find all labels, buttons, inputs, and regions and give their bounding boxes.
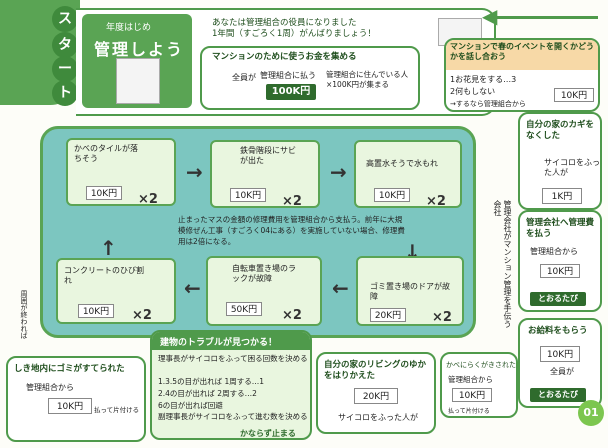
- wall-graffiti-box: かべにらくがきされた 管理組合から 10K円 払って片付ける: [440, 352, 518, 418]
- money-amount: 100K円: [266, 84, 316, 100]
- living-amount: 20K円: [354, 388, 398, 404]
- living-box: 自分の家のリビングのゆかをはりかえた 20K円 サイコロをふった人が: [316, 352, 436, 434]
- trouble-line2: 1.3.5の目が出れば 1周する…1: [158, 377, 265, 386]
- center-text: 止まったマスの金額の修理費用を管理組合から支払う。前年に大規模修ぜん工事（すごろ…: [178, 215, 405, 246]
- vertical-note: 管理会社がマンション管理を手伝う会社: [493, 200, 512, 328]
- arrow-right-icon: →: [330, 160, 347, 184]
- trouble-title: 建物のトラブルが見つかる！: [160, 338, 278, 348]
- event-line1: 1お花見をする…3: [450, 75, 517, 84]
- start-char-1: ス: [52, 6, 78, 32]
- tile-multiplier: ×2: [282, 194, 302, 209]
- money-all: 全員が: [232, 73, 256, 82]
- wall-pay: 払って片付ける: [448, 408, 490, 415]
- arrow-right-icon: →: [186, 160, 203, 184]
- garbage-pay: 払って片付ける: [94, 406, 140, 414]
- tile-bike-rack: 自転車置き場のラックが故障 50K円 ×2: [206, 256, 322, 326]
- wall-title: かべにらくがきされた: [446, 361, 516, 369]
- tile-water-tank: 高置水そうで水もれ 10K円 ×2: [354, 140, 462, 209]
- tile-amount: 10K円: [78, 304, 114, 318]
- trouble-line5: 副理事長がサイコロをふって進む数を決める: [158, 412, 308, 421]
- trouble-line4: 6の目が出れば回避: [158, 401, 223, 410]
- tile-multiplier: ×2: [282, 308, 302, 323]
- manager-fee-box: 管理会社へ管理費を払う 管理組合から 10K円 とおるたび: [518, 210, 602, 312]
- event-note: →するなら管理組合から: [450, 100, 526, 108]
- trouble-box: 建物のトラブルが見つかる！ 理事長がサイコロをふって困る回数を決める 1.3.5…: [150, 330, 312, 440]
- event-line2: 2何もしない: [450, 87, 496, 96]
- intro-title-panel: 年度はじめ 管理しよう: [82, 14, 192, 108]
- salary-amount: 10K円: [540, 346, 580, 362]
- living-dice: サイコロをふった人が: [338, 413, 418, 422]
- tile-amount: 10K円: [230, 188, 266, 202]
- start-column: ス タ ー ト: [0, 0, 80, 106]
- manager-amount: 10K円: [540, 264, 580, 278]
- arrow-up-icon: ↑: [100, 236, 117, 260]
- tile-amount: 20K円: [370, 308, 406, 322]
- arrow-left-icon: ←: [184, 276, 201, 300]
- tile-text: 高置水そうで水もれ: [366, 159, 438, 168]
- event-amount: 10K円: [554, 88, 594, 102]
- salary-title: お給料をもらう: [528, 326, 588, 336]
- intro-subtitle: 年度はじめ: [106, 23, 152, 33]
- tile-multiplier: ×2: [132, 308, 152, 323]
- tile-text: コンクリートのひび割れ: [64, 266, 144, 285]
- garbage-amount: 10K円: [48, 398, 92, 414]
- tile-text: 鉄骨階段にサビが出た: [240, 146, 296, 165]
- key-dice: サイコロをふった人が: [544, 158, 600, 177]
- tile-text: 自転車置き場のラックが故障: [232, 264, 296, 283]
- manager-from: 管理組合から: [530, 247, 578, 256]
- salary-box: お給料をもらう 10K円 全員が とおるたび: [518, 318, 602, 408]
- tile-amount: 10K円: [374, 188, 410, 202]
- start-char-2: タ: [52, 32, 78, 58]
- money-note: 管理組合に住んでいる人×100K円が集まる: [326, 70, 409, 89]
- trouble-stop: かならず止まる: [240, 429, 296, 438]
- garbage-from: 管理組合から: [26, 383, 74, 392]
- trouble-line3: 2.4の目が出れば 2周する…2: [158, 389, 257, 398]
- tile-garbage-door: ゴミ置き場のドアが故障 20K円 ×2: [356, 256, 464, 326]
- key-amount: 1K円: [542, 188, 582, 204]
- tile-amount: 50K円: [226, 302, 262, 316]
- key-title: 自分の家のカギをなくした: [526, 120, 595, 141]
- salary-skip: とおるたび: [530, 388, 586, 402]
- tile-multiplier: ×2: [426, 194, 446, 209]
- tile-multiplier: ×2: [432, 310, 452, 325]
- page-number: 01: [578, 400, 604, 426]
- wall-from: 管理組合から: [448, 375, 493, 384]
- manager-title: 管理会社へ管理費を払う: [526, 218, 595, 239]
- trouble-line1: 理事長がサイコロをふって困る回数を決める: [158, 354, 308, 363]
- money-to-union: 管理組合に払う: [260, 71, 316, 80]
- tile-wall-tiles: かべのタイルが落ちそう 10K円 ×2: [66, 138, 176, 207]
- direction-arrow: [488, 16, 598, 19]
- tile-text: かべのタイルが落ちそう: [74, 144, 138, 163]
- garbage-title: しき地内にゴミがすてられた: [14, 364, 125, 374]
- manager-skip: とおるたび: [530, 292, 586, 306]
- money-title: マンションのために使うお金を集める: [212, 52, 357, 62]
- trouble-header: [152, 332, 310, 350]
- money-box: マンションのために使うお金を集める 全員が 管理組合に払う 100K円 管理組合…: [200, 46, 420, 110]
- intro-title: 管理しよう: [94, 40, 185, 59]
- intro-message: あなたは管理組合の役員になりました 1年間（すごろく1周）がんばりましょう！: [212, 18, 376, 39]
- event-box: マンションで春のイベントを開くかどうかを話し合おう 1お花見をする…3 2何もし…: [444, 38, 600, 112]
- arrow-left-icon: ◀: [482, 4, 498, 28]
- tile-text: ゴミ置き場のドアが故障: [370, 282, 450, 301]
- key-box: 自分の家のカギをなくした サイコロをふった人が 1K円: [518, 112, 602, 210]
- left-vertical-note: 周囲が終われば: [20, 290, 28, 339]
- tile-concrete-crack: コンクリートのひび割れ 10K円 ×2: [56, 258, 176, 324]
- arrow-left-icon: ←: [332, 276, 349, 300]
- wall-amount: 10K円: [452, 388, 492, 402]
- tile-amount: 10K円: [86, 186, 122, 200]
- garbage-box: しき地内にゴミがすてられた 管理組合から 10K円 払って片付ける: [6, 356, 146, 442]
- start-char-3: ー: [52, 56, 78, 82]
- salary-all: 全員が: [550, 367, 574, 376]
- living-title: 自分の家のリビングのゆかをはりかえた: [324, 360, 427, 381]
- building-illustration: [116, 58, 160, 104]
- tile-steel-stairs: 鉄骨階段にサビが出た 10K円 ×2: [210, 140, 320, 209]
- tile-multiplier: ×2: [138, 192, 158, 207]
- start-char-4: ト: [52, 80, 78, 106]
- event-header: [446, 40, 598, 70]
- event-title: マンションで春のイベントを開くかどうかを話し合おう: [450, 42, 594, 61]
